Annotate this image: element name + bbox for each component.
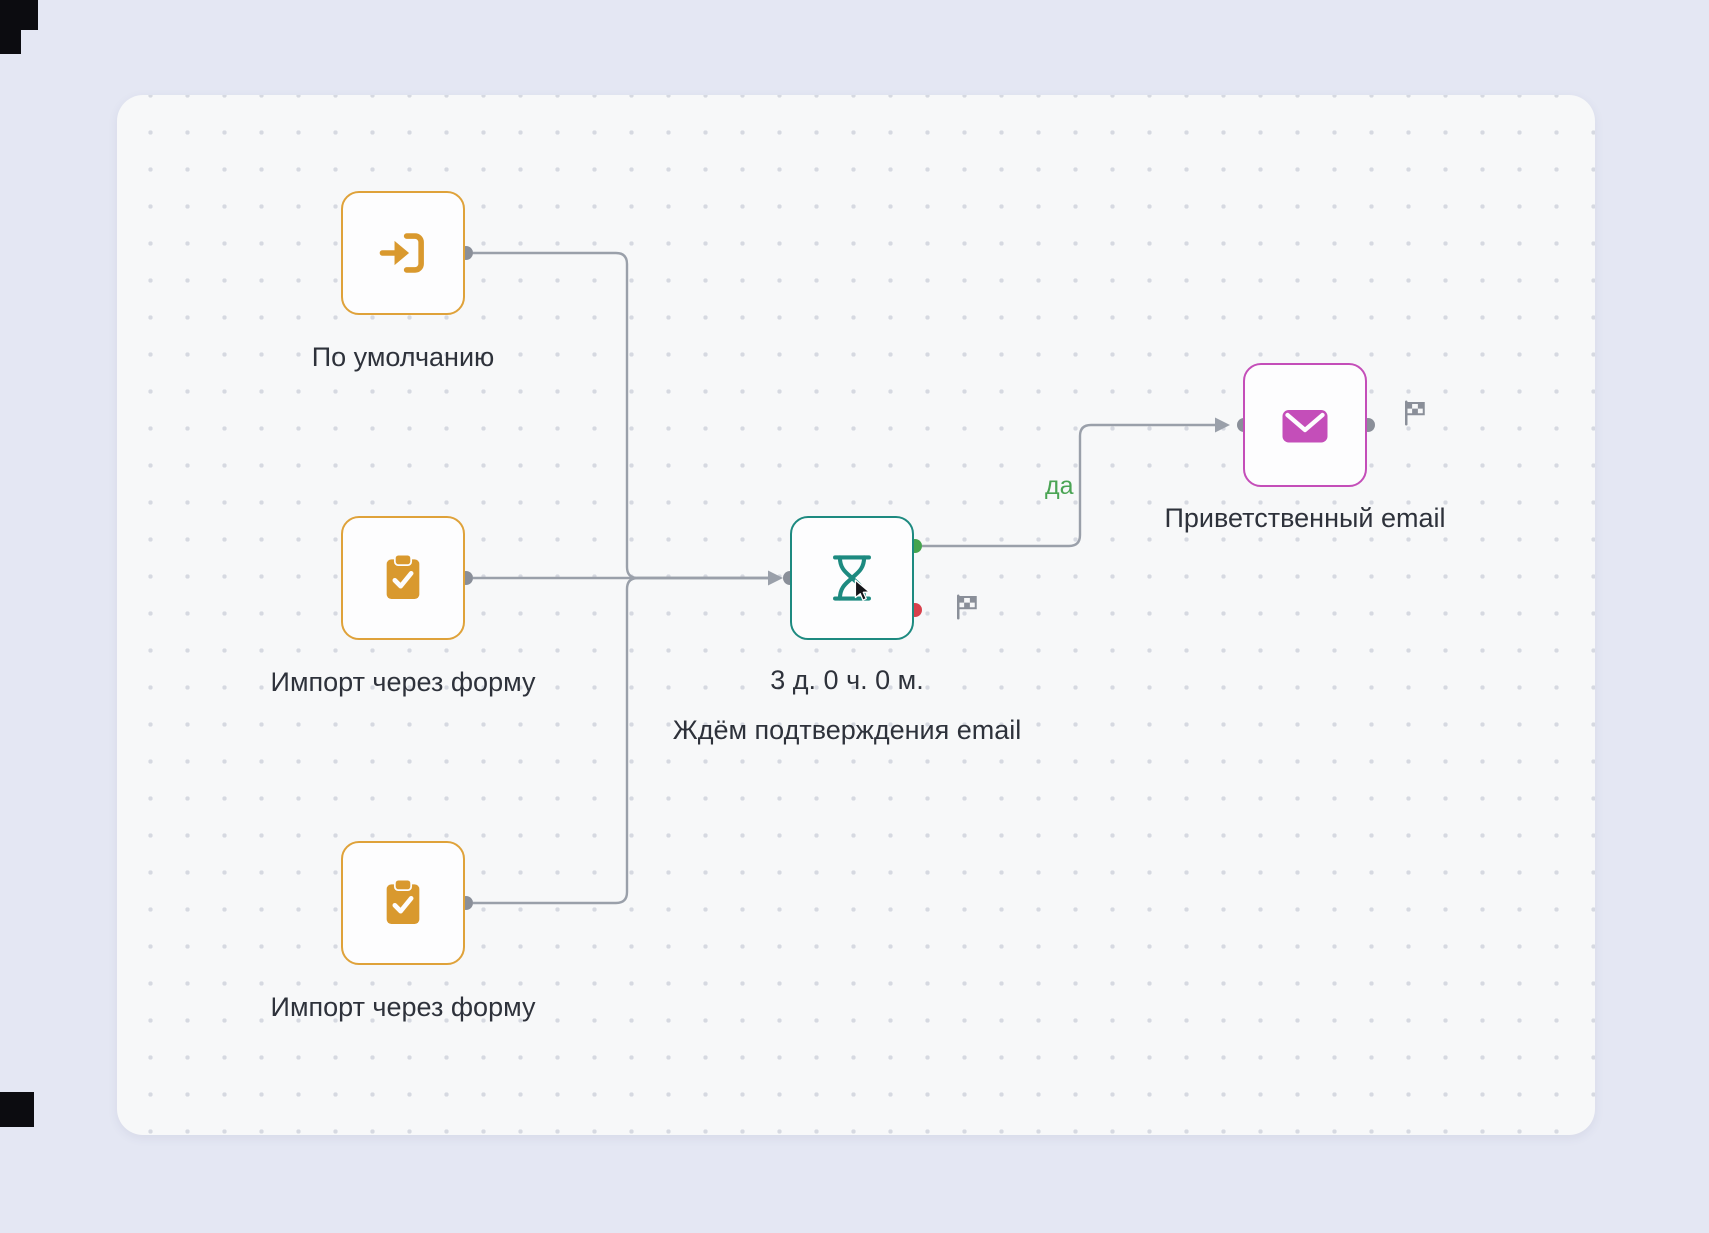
node-start-default[interactable]	[341, 191, 465, 315]
finish-flag-icon-wait	[952, 592, 982, 622]
node-start-form-1-label: Импорт через форму	[270, 667, 536, 697]
edge-form2-to-wait[interactable]	[473, 576, 768, 905]
node-start-default-label: По умолчанию	[311, 342, 495, 372]
screen-artifact-top-left	[0, 0, 38, 30]
node-start-form-2-label: Импорт через форму	[270, 992, 536, 1022]
node-start-form-1[interactable]	[341, 516, 465, 640]
mouse-cursor	[850, 578, 876, 604]
clipboard-check-icon	[386, 553, 420, 599]
wait-duration-label: 3 д. 0 ч. 0 м.	[770, 665, 924, 695]
login-icon	[379, 233, 424, 273]
node-welcome-email[interactable]	[1243, 363, 1367, 487]
wait-name-label: Ждём подтверждения email	[672, 715, 1022, 745]
node-start-form-2[interactable]	[341, 841, 465, 965]
edge-label-yes: да	[1045, 472, 1074, 500]
welcome-email-label: Приветственный email	[1164, 503, 1446, 533]
clipboard-check-icon	[386, 878, 420, 924]
screen-artifact-bottom-left	[0, 1092, 34, 1127]
screen-artifact-top-left-2	[0, 30, 21, 54]
envelope-icon	[1282, 410, 1328, 443]
finish-flag-icon-email	[1400, 398, 1430, 428]
edge-wait-yes-to-email[interactable]	[922, 423, 1215, 548]
